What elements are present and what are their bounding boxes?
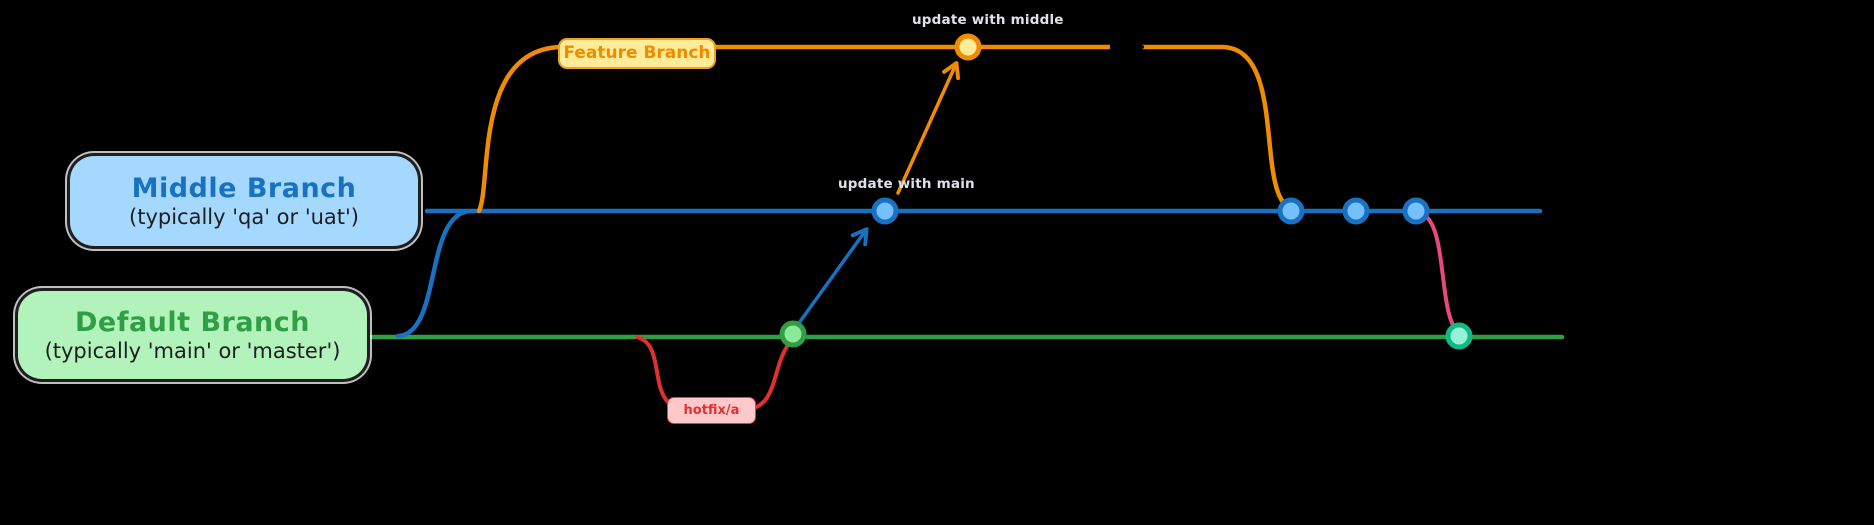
- update-with-main-note: update with main: [838, 176, 975, 192]
- update-with-middle-arrow: [896, 61, 960, 195]
- default-branch-label-box: Default Branch (typically 'main' or 'mas…: [18, 291, 367, 379]
- default-branch-title: Default Branch: [74, 306, 311, 338]
- hotfix-branch-tag: hotfix/a: [667, 397, 756, 424]
- default-branch-subtitle: (typically 'main' or 'master'): [44, 338, 341, 363]
- middle-commit-3: [1402, 197, 1430, 225]
- feature-direction-arrowhead: [1110, 33, 1144, 61]
- middle-commit-update: [871, 197, 899, 225]
- middle-branch-label-box: Middle Branch (typically 'qa' or 'uat'): [70, 156, 418, 246]
- update-with-middle-note: update with middle: [912, 12, 1064, 28]
- middle-branch-title: Middle Branch: [131, 172, 357, 204]
- update-with-main-arrow: [797, 227, 869, 325]
- middle-branch-subtitle: (typically 'qa' or 'uat'): [129, 204, 359, 229]
- middle-branch-fork-curve: [395, 208, 473, 339]
- middle-to-default-merge-curve: [1419, 211, 1461, 335]
- feature-branch-line: [476, 44, 1298, 214]
- middle-commit-merge: [1277, 197, 1305, 225]
- default-hotfix-merge-commit: [779, 320, 807, 348]
- middle-commit-2: [1342, 197, 1370, 225]
- feature-commit: [954, 33, 982, 61]
- default-release-commit: [1445, 322, 1473, 350]
- feature-branch-tag: Feature Branch: [558, 38, 716, 69]
